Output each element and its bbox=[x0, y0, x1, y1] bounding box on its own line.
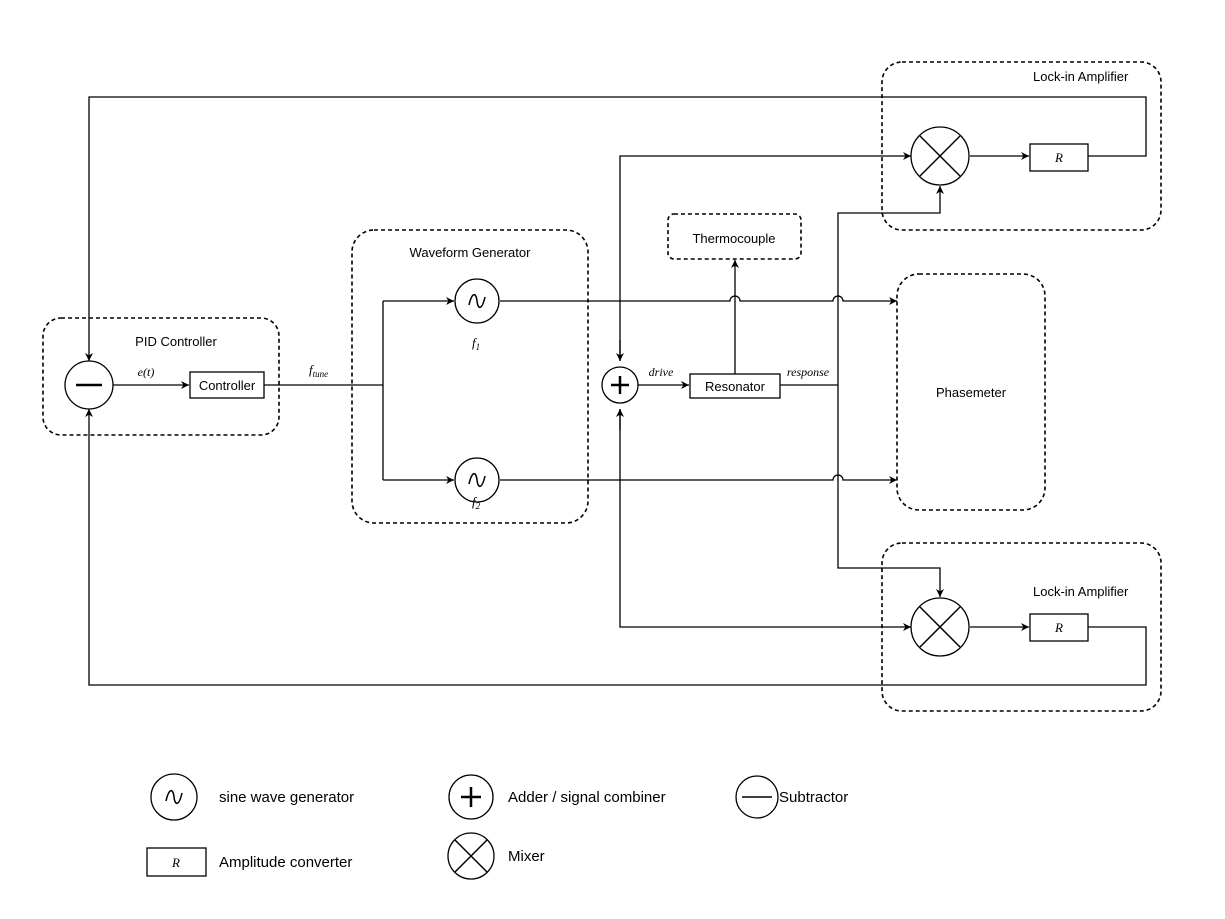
legend-mixer-label: Mixer bbox=[508, 848, 545, 865]
f1-to-phasemeter-wire bbox=[500, 295, 897, 305]
response-down-wire bbox=[837, 385, 944, 597]
amplitude-converter-bottom bbox=[1029, 613, 1089, 642]
sine-generator-f2 bbox=[454, 457, 500, 503]
drive-label: drive bbox=[649, 365, 674, 379]
response-up-wire bbox=[837, 186, 944, 385]
pid-controller-label: PID Controller bbox=[135, 334, 217, 349]
feedback-bottom-wire bbox=[85, 409, 1147, 686]
amplitude-converter-bottom-label: R bbox=[1054, 620, 1063, 635]
sine-wave-icon bbox=[165, 790, 183, 804]
mixer-bottom bbox=[910, 597, 970, 657]
controller-block bbox=[189, 371, 265, 399]
phasemeter-label: Phasemeter bbox=[936, 385, 1007, 400]
controller-label: Controller bbox=[199, 378, 256, 393]
amplitude-converter-top-label: R bbox=[1054, 150, 1063, 165]
mixer-top bbox=[910, 126, 970, 186]
f2-label: f2 bbox=[472, 494, 481, 511]
legend-mixer-item: Mixer bbox=[447, 832, 545, 880]
waveform-generator-label: Waveform Generator bbox=[410, 245, 532, 260]
response-label: response bbox=[787, 365, 830, 379]
ref-top-wire bbox=[619, 152, 911, 361]
ref-bottom-wire bbox=[619, 409, 911, 631]
waveform-generator-group bbox=[351, 229, 589, 524]
feedback-top-wire bbox=[85, 96, 1147, 361]
resonator-block bbox=[689, 373, 781, 399]
legend-adder-item: Adder / signal combiner bbox=[448, 774, 666, 820]
legend-adder-label: Adder / signal combiner bbox=[508, 789, 666, 806]
legend-subtractor-label: Subtractor bbox=[779, 789, 848, 806]
legend-sine-item: sine wave generator bbox=[150, 773, 354, 821]
thermocouple-box bbox=[667, 213, 802, 260]
legend: sine wave generator Adder / signal combi… bbox=[146, 773, 848, 880]
legend-subtractor-item: Subtractor bbox=[735, 775, 848, 819]
legend-amplitude-item: R Amplitude converter bbox=[146, 847, 352, 877]
lockin-bottom-label: Lock-in Amplifier bbox=[1033, 584, 1129, 599]
phasemeter-box bbox=[896, 273, 1046, 511]
sine-wave-icon bbox=[468, 473, 486, 487]
pid-controller-group bbox=[42, 317, 280, 436]
amplitude-converter-top bbox=[1029, 143, 1089, 172]
error-signal-label: e(t) bbox=[138, 365, 155, 379]
adder bbox=[601, 366, 639, 404]
sine-wave-icon bbox=[468, 294, 486, 308]
subtractor bbox=[64, 360, 114, 410]
lockin-top-group bbox=[881, 61, 1162, 231]
lockin-top-label: Lock-in Amplifier bbox=[1033, 69, 1129, 84]
legend-amplitude-symbol: R bbox=[171, 855, 180, 870]
legend-amplitude-label: Amplitude converter bbox=[219, 854, 352, 871]
ftune-label: ftune bbox=[309, 362, 328, 379]
thermocouple-label: Thermocouple bbox=[692, 231, 775, 246]
resonator-label: Resonator bbox=[705, 379, 766, 394]
legend-sine-label: sine wave generator bbox=[219, 789, 354, 806]
sine-generator-f1 bbox=[454, 278, 500, 324]
f1-label: f1 bbox=[472, 335, 480, 352]
